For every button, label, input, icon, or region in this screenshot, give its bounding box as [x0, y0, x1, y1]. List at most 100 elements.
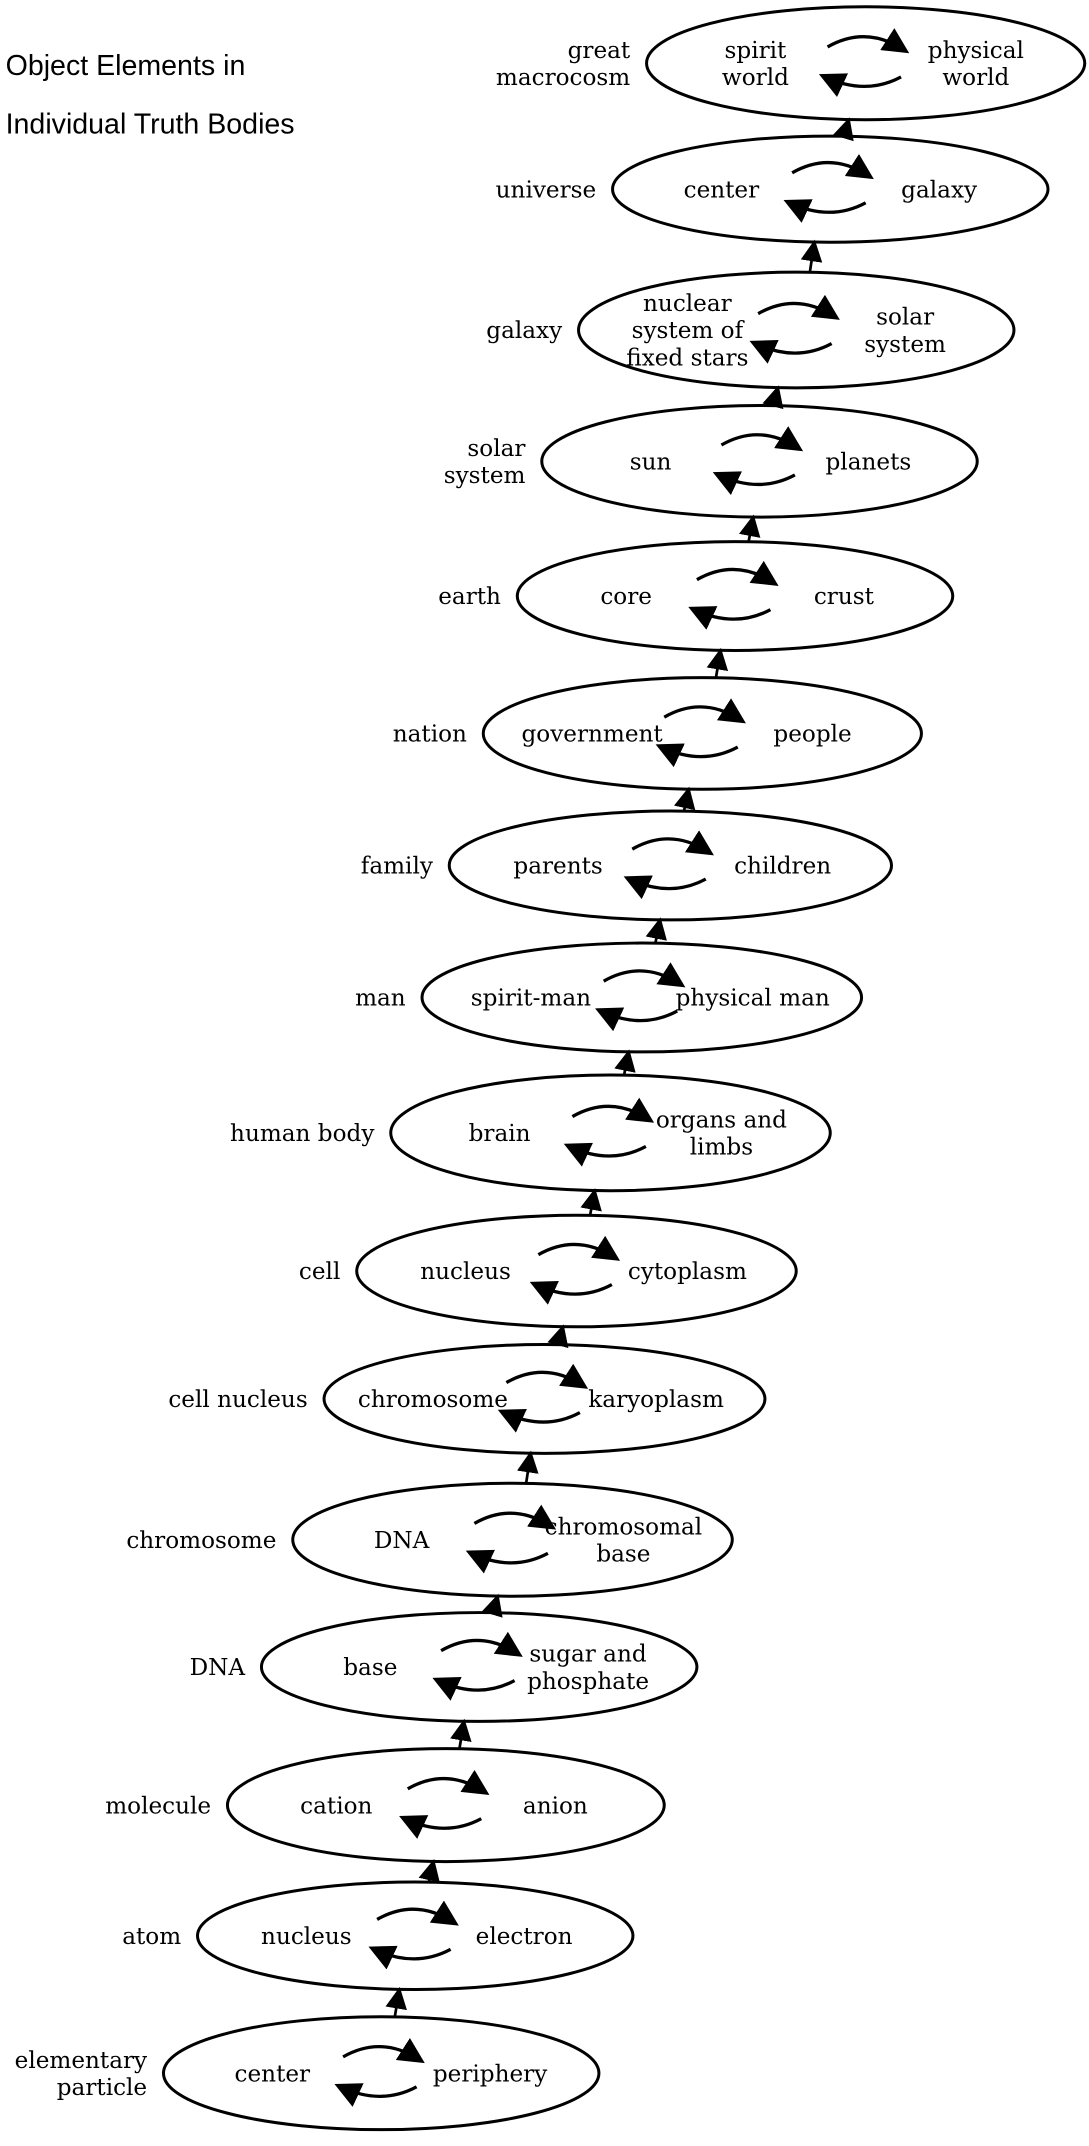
object-element: periphery [433, 2061, 547, 2087]
arrow-left-icon [655, 743, 739, 768]
arrow-left-icon [465, 1549, 549, 1574]
arrow-right-icon [696, 560, 779, 586]
arrow-right-icon [537, 1235, 621, 1261]
object-element: electron [476, 1924, 573, 1950]
truth-body-ellipse [481, 676, 923, 791]
level-label-line: nation [393, 722, 467, 748]
object-element-line: karyoplasm [588, 1387, 724, 1413]
arrow-right-icon [791, 153, 874, 180]
level-label-line: DNA [190, 1655, 246, 1681]
subject-element-line: center [235, 2061, 312, 2087]
connector-arrow-icon [385, 1986, 407, 2017]
subject-element-line: spirit-man [471, 986, 591, 1012]
truth-body-ellipse [161, 2015, 601, 2132]
object-element: planets [826, 449, 912, 475]
level-label-line: great [568, 38, 631, 64]
subject-element-line: nucleus [420, 1259, 511, 1285]
subject-element-line: world [722, 65, 789, 91]
level-label: family [361, 854, 433, 880]
subject-element-line: brain [469, 1121, 531, 1147]
subject-element-line: government [522, 722, 664, 748]
truth-body-ellipse [645, 5, 1087, 122]
level-label: earth [438, 584, 501, 610]
truth-body-ellipse [420, 941, 864, 1054]
object-element-line: people [773, 722, 851, 748]
subject-element: center [235, 2061, 312, 2087]
truth-body-ellipse [195, 1880, 635, 1992]
subject-element-line: center [684, 177, 761, 203]
arrow-left-icon [688, 606, 772, 630]
level-label-line: particle [57, 2075, 147, 2101]
object-element-line: periphery [433, 2061, 547, 2087]
subject-element: brain [469, 1121, 531, 1147]
diagram-title: Object Elements in Individual Truth Bodi… [6, 50, 295, 141]
object-element-line: physical man [676, 986, 830, 1012]
arrow-left-icon [497, 1408, 581, 1433]
object-element-line: base [596, 1542, 650, 1568]
subject-element-line: DNA [374, 1528, 430, 1554]
subject-element: center [684, 177, 761, 203]
level-label-line: family [361, 854, 433, 880]
level-label-line: molecule [105, 1793, 211, 1819]
object-element-line: solar [876, 305, 935, 331]
subject-element-line: nucleus [261, 1924, 352, 1950]
level-label: man [355, 986, 406, 1012]
subject-element-line: parents [513, 854, 602, 880]
level-label: cell nucleus [168, 1387, 307, 1413]
subject-element: base [343, 1655, 397, 1681]
arrow-left-icon [749, 340, 833, 364]
truth-body-ellipse [322, 1342, 767, 1455]
subject-element-line: sun [630, 449, 672, 475]
level-label-line: atom [122, 1924, 181, 1950]
connector-arrow-icon [517, 1450, 539, 1484]
truth-body-ellipse [355, 1213, 798, 1329]
arrow-right-icon [571, 1097, 655, 1123]
arrow-right-icon [720, 426, 804, 452]
subject-element-line: core [600, 584, 652, 610]
level-13: molecule cation anion [105, 1718, 666, 1864]
subject-element-line: fixed stars [626, 345, 748, 371]
arrow-right-icon [826, 28, 910, 54]
object-element-line: anion [523, 1793, 588, 1819]
arrow-right-icon [342, 2038, 425, 2064]
arrow-right-icon [406, 1769, 490, 1796]
object-element-line: phosphate [527, 1669, 649, 1695]
connector-arrow-icon [645, 917, 667, 944]
level-14: atom nucleus electron [122, 1859, 635, 1992]
level-label-line: solar [467, 436, 526, 462]
connector-arrow-icon [450, 1718, 472, 1749]
level-label-line: cell nucleus [168, 1387, 307, 1413]
connector-arrow-icon [547, 1324, 569, 1349]
truth-body-ellipse [225, 1747, 666, 1864]
level-label: cell [299, 1259, 340, 1285]
truth-body-ellipse [540, 404, 979, 519]
subject-element-line: spirit [725, 38, 788, 64]
level-label-line: cell [299, 1259, 340, 1285]
arrow-right-icon [757, 294, 840, 320]
connector-arrow-icon [673, 786, 696, 812]
arrow-right-icon [663, 698, 746, 724]
truth-body-ellipse [389, 1073, 832, 1193]
level-label-line: macrocosm [496, 65, 630, 91]
arrow-left-icon [529, 1281, 613, 1305]
object-element-line: physical [928, 38, 1024, 64]
subject-element-line: base [343, 1655, 397, 1681]
subject-element: cation [300, 1793, 372, 1819]
level-label-line: system [444, 463, 526, 489]
object-element: physical man [676, 986, 830, 1012]
level-label: galaxy [486, 318, 562, 344]
level-label-line: human body [230, 1121, 374, 1147]
arrow-right-icon [631, 830, 714, 856]
truth-body-ellipse [577, 270, 1016, 390]
